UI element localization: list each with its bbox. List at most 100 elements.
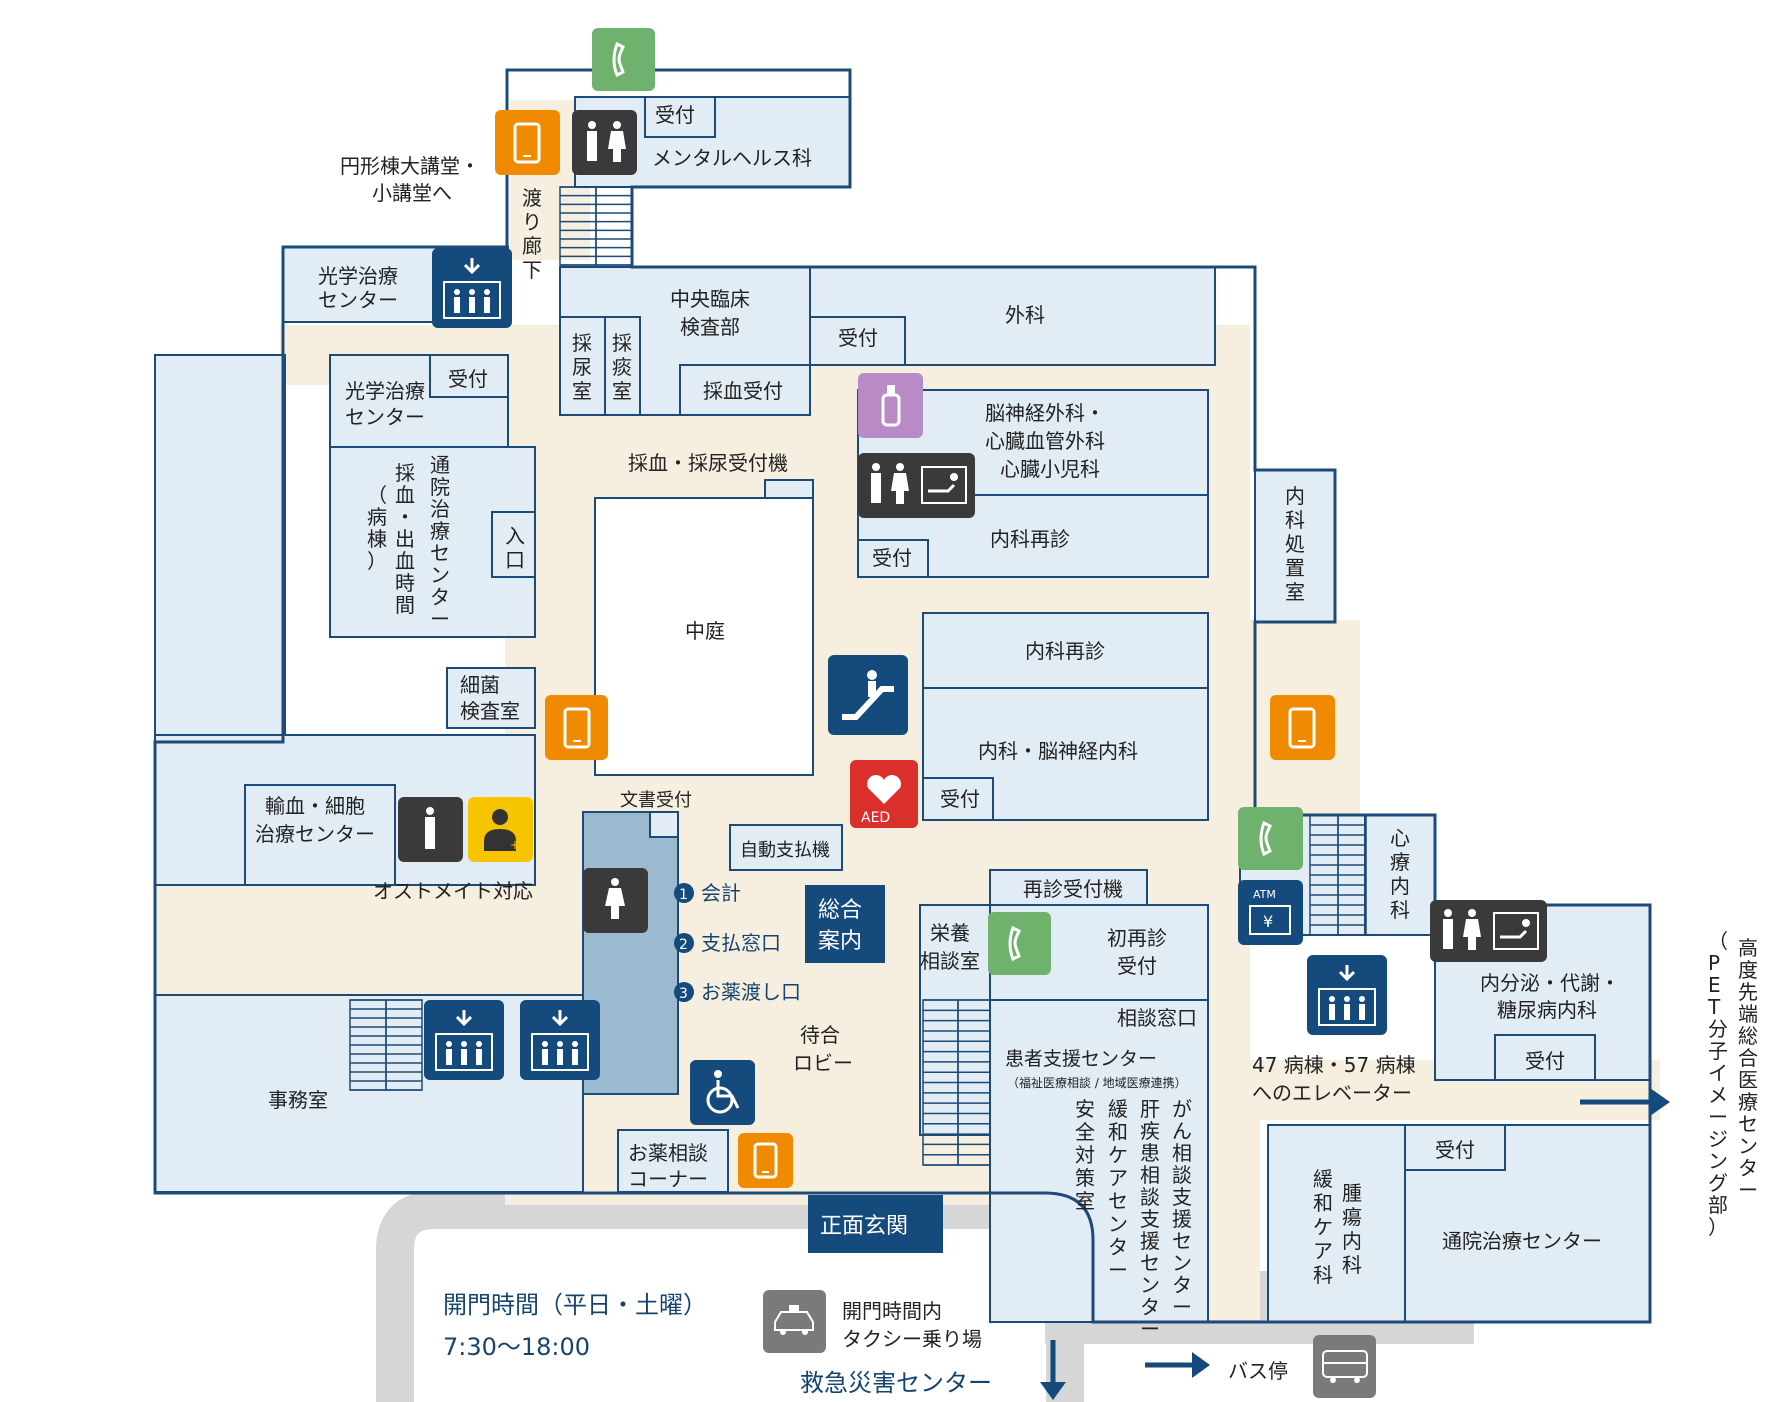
vertical-char-pet_col2: （ (1708, 929, 1728, 953)
vertical-char-liver_col: 援 (1140, 1229, 1160, 1253)
label-bacteria-2: 検査室 (460, 699, 520, 723)
vertical-char-palliative_col: ケ (1108, 1143, 1128, 1167)
vertical-char-palliative_care_col: ケ (1313, 1215, 1333, 1239)
vertical-char-cancer_col: 援 (1172, 1207, 1192, 1231)
vertical-char-pet_col1: 先 (1738, 980, 1758, 1004)
label-first-revisit-1: 初再診 (1107, 926, 1167, 950)
label-mental-health: メンタルヘルス科 (652, 146, 812, 170)
mobile-phone-icon (545, 695, 608, 760)
ostomate-icon: + (468, 797, 533, 862)
numbered-markers: 1 2 3 (674, 883, 694, 1002)
vertical-char-internal_treatment: 室 (1285, 580, 1305, 604)
label-payment-window: 支払窓口 (701, 931, 781, 955)
label-auto-payment: 自動支払機 (740, 840, 830, 861)
vertical-char-pet_col2: 子 (1708, 1039, 1728, 1063)
payphone-icon (1238, 807, 1303, 870)
vertical-char-pet_col1: ー (1738, 1178, 1758, 1202)
label-reception-surgery: 受付 (838, 326, 878, 350)
label-lobby-2: ロビー (793, 1051, 853, 1075)
label-info-desk-1: 総合 (818, 898, 862, 923)
label-central-lab-2: 検査部 (680, 315, 740, 339)
vertical-char-cancer_col: が (1172, 1097, 1192, 1121)
mobile-phone-icon (1270, 695, 1335, 760)
svg-text:¥: ¥ (1263, 912, 1273, 931)
vertical-char-internal_treatment: 科 (1285, 508, 1305, 532)
label-internal-revisit-2: 内科再診 (1025, 639, 1105, 663)
arrow-icon (1040, 1088, 1670, 1400)
vertical-char-outpatient_col2: 採 (395, 461, 415, 485)
label-reception-neuro: 受付 (872, 546, 912, 570)
vertical-char-pet_col2: 部 (1708, 1193, 1728, 1217)
vertical-char-corridor_link: 下 (522, 258, 542, 282)
svg-text:+: + (510, 838, 520, 852)
vertical-char-palliative_col: 和 (1108, 1120, 1128, 1144)
label-bacteria-1: 細菌 (460, 673, 500, 697)
vertical-char-outpatient_col3: 棟 (367, 527, 387, 551)
payphone-icon (988, 912, 1051, 975)
vertical-char-pet_col2: ） (1708, 1215, 1728, 1239)
label-lobby-1: 待合 (800, 1023, 840, 1047)
vertical-char-palliative_care_col: 和 (1313, 1191, 1333, 1215)
vertical-char-pet_col2: T (1707, 995, 1721, 1019)
label-nutrition-2: 相談室 (920, 949, 980, 973)
vertical-char-safety_col: 安 (1075, 1097, 1095, 1121)
label-aed: AED (861, 810, 890, 826)
baby-care-icon (1430, 900, 1547, 962)
vertical-char-pet_col2: E (1708, 973, 1721, 997)
vertical-char-pet_col1: 療 (1738, 1090, 1758, 1114)
vertical-char-outpatient_col1: 通 (430, 453, 450, 477)
label-document-reception: 文書受付 (620, 790, 692, 811)
vertical-char-pet_col1: 合 (1738, 1046, 1758, 1070)
mobile-phone-icon (738, 1133, 793, 1188)
label-atm: ATM (1253, 888, 1276, 901)
vertical-char-outpatient_col2: 血 (395, 549, 415, 573)
vertical-char-outpatient_col3: ） (367, 549, 387, 573)
vertical-char-palliative_col: ア (1108, 1166, 1128, 1190)
vertical-char-pet_col1: 総 (1738, 1024, 1758, 1048)
vertical-char-corridor_link: り (522, 210, 542, 234)
vertical-char-palliative_col: 緩 (1108, 1097, 1128, 1121)
vertical-char-cardiology: 科 (1390, 898, 1410, 922)
label-elevator-ward-2: へのエレベーター (1252, 1081, 1412, 1105)
vertical-char-liver_col: 談 (1140, 1185, 1160, 1209)
vertical-char-outpatient_col1: 院 (430, 475, 450, 499)
vertical-char-outpatient_col1: タ (430, 585, 450, 609)
vertical-char-safety_col: 全 (1075, 1120, 1095, 1144)
vertical-char-pet_col1: タ (1738, 1156, 1758, 1180)
vertical-char-palliative_col: ー (1108, 1258, 1128, 1282)
label-gate-hours-title: 開門時間（平日・土曜） (443, 1291, 707, 1319)
vertical-char-urine_room: 室 (572, 379, 592, 403)
vertical-char-tumor_col: 内 (1342, 1229, 1362, 1253)
vertical-labels: 渡り廊下採尿室採痰室内科処置室通院治療センター採血・出血時間（病棟）入口安全対策… (367, 186, 1758, 1341)
vertical-char-internal_treatment: 処 (1285, 532, 1305, 556)
label-neuro-3: 心臓小児科 (1000, 457, 1100, 481)
vertical-char-palliative_col: タ (1108, 1235, 1128, 1259)
label-optical-top-2: センター (318, 288, 398, 312)
vertical-char-outpatient_col1: 治 (430, 497, 450, 521)
vertical-char-sputum_room: 痰 (612, 355, 632, 379)
vertical-char-tumor_col: 瘍 (1342, 1205, 1362, 1229)
info-desk: 総合 案内 (805, 885, 885, 963)
vertical-char-pet_col2: イ (1708, 1061, 1728, 1085)
label-optical-left-1: 光学治療 (345, 379, 425, 403)
vertical-char-outpatient_col3: 病 (367, 505, 387, 529)
num-1: 1 (679, 887, 688, 903)
vertical-char-cancer_col: タ (1172, 1273, 1192, 1297)
map-labels: 円形棟大講堂・ 小講堂へ 受付 メンタルヘルス科 光学治療 センター 中央臨床 … (255, 103, 1620, 1397)
vertical-char-palliative_col: セ (1108, 1189, 1128, 1213)
label-outpatient-center: 通院治療センター (1442, 1229, 1602, 1253)
vertical-char-liver_col: 疾 (1140, 1119, 1160, 1143)
taxi-icon (763, 1290, 826, 1353)
label-reception-top: 受付 (655, 103, 695, 127)
vertical-char-internal_treatment: 置 (1285, 556, 1305, 580)
restroom-male-icon (398, 797, 463, 862)
vertical-char-cardiology: 内 (1390, 874, 1410, 898)
label-central-lab-1: 中央臨床 (670, 287, 750, 311)
vertical-char-outpatient_col1: ン (430, 563, 450, 587)
vertical-char-entrance: 入 (505, 524, 525, 548)
stairwell (385, 999, 423, 1091)
label-endocrine-2: 糖尿病内科 (1497, 998, 1597, 1022)
outer-walls (153, 68, 1652, 1324)
